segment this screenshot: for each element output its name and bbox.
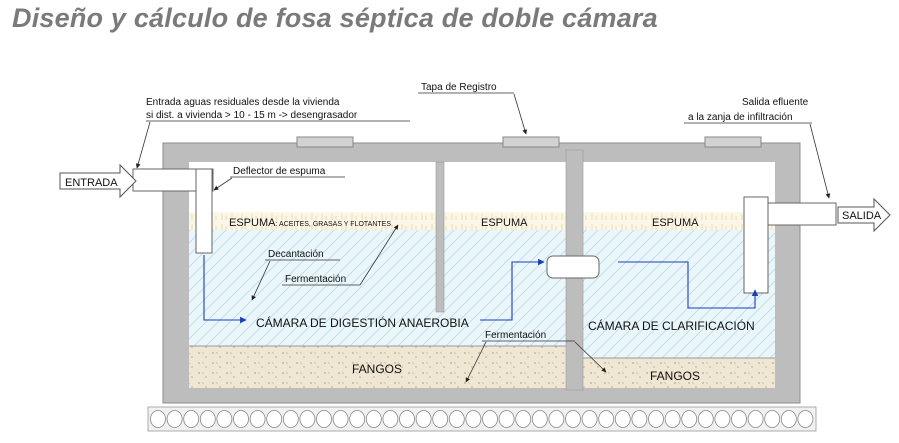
foundation xyxy=(147,406,817,432)
pebble xyxy=(316,410,332,428)
pebble xyxy=(299,410,316,428)
espuma-detail-label: : ACEITES, GRASAS Y FLOTANTES xyxy=(275,221,391,228)
pebble xyxy=(199,410,216,428)
pebble xyxy=(548,410,565,428)
espuma-label-2: ESPUMA xyxy=(481,217,528,229)
espuma-main-label: ESPUMA: ACEITES, GRASAS Y FLOTANTES xyxy=(229,217,391,229)
flow-arrow-1 xyxy=(203,255,247,324)
salida-arrow xyxy=(837,197,891,233)
page-title: Diseño y cálculo de fosa séptica de dobl… xyxy=(12,3,658,33)
flow-arrow-2 xyxy=(480,258,545,321)
chamber-1-air xyxy=(189,162,566,212)
fermentacion-label-2: Fermentación xyxy=(485,330,546,341)
lid-2 xyxy=(502,136,560,148)
pebble xyxy=(249,410,266,428)
pebble xyxy=(747,410,764,428)
pebble xyxy=(764,410,781,428)
pebble xyxy=(631,410,648,428)
deflector-label: Deflector de espuma xyxy=(233,166,326,177)
pebble xyxy=(432,410,449,428)
pebble xyxy=(664,410,681,428)
pebble xyxy=(415,410,432,428)
flow-arrow-3 xyxy=(618,261,759,309)
pebble xyxy=(565,410,581,428)
pebble xyxy=(797,410,814,428)
pebble xyxy=(648,410,664,428)
chamber-2-sludge xyxy=(583,358,775,388)
outlet-note-line-2: a la zanja de infiltración xyxy=(688,112,793,123)
tapa-label: Tapa de Registro xyxy=(421,82,497,93)
outlet-tee xyxy=(743,196,769,294)
fangos-label-1: FANGOS xyxy=(352,362,402,376)
pebble xyxy=(697,410,714,428)
pebble xyxy=(399,410,415,428)
decantacion-label: Decantación xyxy=(268,249,324,260)
pebble xyxy=(183,410,200,428)
baffle xyxy=(435,161,445,313)
camara-clarificacion-label: CÁMARA DE CLARIFICACIÓN xyxy=(588,318,755,333)
pebble xyxy=(598,410,615,428)
transfer-pipe xyxy=(546,255,600,279)
pebble xyxy=(448,410,465,428)
pebble xyxy=(581,410,598,428)
pebble xyxy=(349,410,366,428)
pebble xyxy=(681,410,698,428)
camara-digestion-label: CÁMARA DE DIGESTIÓN ANAEROBIA xyxy=(256,315,469,330)
salida-label: SALIDA xyxy=(842,210,882,222)
pebble xyxy=(731,410,747,428)
inlet-deflector xyxy=(195,168,213,254)
pebble xyxy=(714,410,731,428)
pebble xyxy=(482,410,498,428)
pebble xyxy=(465,410,482,428)
espuma-label-3: ESPUMA xyxy=(652,217,699,229)
entrada-arrow xyxy=(59,163,137,199)
inlet-note-line-2: si dist. a vivienda > 10 - 15 m -> desen… xyxy=(146,110,358,121)
lid-3 xyxy=(704,136,762,148)
pebble xyxy=(614,410,631,428)
chamber-1-sludge xyxy=(189,346,566,388)
pebble xyxy=(780,410,797,428)
lid-1 xyxy=(296,136,354,148)
entrada-label: ENTRADA xyxy=(65,177,118,189)
chamber-1-foam xyxy=(189,212,566,230)
inlet-note-line-1: Entrada aguas residuales desde la vivien… xyxy=(146,97,340,108)
pebble xyxy=(515,410,532,428)
pebble xyxy=(332,410,349,428)
pebble xyxy=(282,410,299,428)
pebble xyxy=(498,410,515,428)
pebble xyxy=(266,410,283,428)
pebble xyxy=(531,410,548,428)
chamber-2-air xyxy=(583,162,775,212)
chamber-2-foam xyxy=(583,212,775,230)
pebble xyxy=(216,410,233,428)
pebble xyxy=(166,410,183,428)
pebble xyxy=(233,410,249,428)
fermentacion-label-1: Fermentación xyxy=(285,274,346,285)
fangos-label-2: FANGOS xyxy=(650,369,700,383)
pebble xyxy=(382,410,399,428)
outlet-note-line-1: Salida efluente xyxy=(742,97,809,108)
pebble xyxy=(365,410,382,428)
pebble xyxy=(150,410,166,428)
